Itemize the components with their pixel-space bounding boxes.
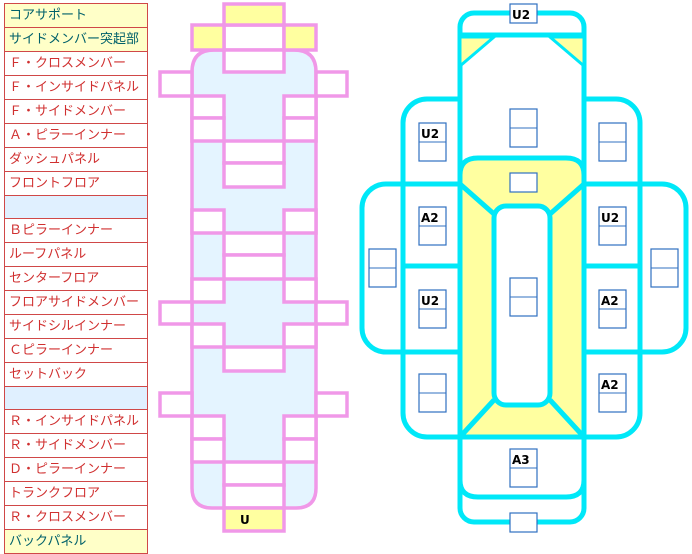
frame-part-box[interactable] xyxy=(314,70,349,98)
damage-code-box[interactable] xyxy=(509,172,538,193)
damage-code-box[interactable] xyxy=(368,248,397,288)
frame-part-box[interactable] xyxy=(158,391,194,418)
frame-part-box[interactable] xyxy=(158,300,194,326)
parts-list-item[interactable]: サイドシルインナー xyxy=(4,314,148,339)
frame-part-box[interactable] xyxy=(282,277,318,304)
damage-code-box[interactable]: A2 xyxy=(598,289,627,329)
parts-list-item[interactable]: Ｒ・インサイドパネル xyxy=(4,409,148,434)
damage-code: A2 xyxy=(601,378,619,392)
damage-code: U2 xyxy=(421,127,439,141)
frame-part-box[interactable] xyxy=(190,116,226,143)
frame-part-box[interactable] xyxy=(282,116,318,143)
side-member-protrusion-left[interactable] xyxy=(190,23,226,52)
damage-code-box[interactable] xyxy=(418,373,447,413)
parts-list-item[interactable]: フロントフロア xyxy=(4,171,148,196)
frame-part-box[interactable] xyxy=(282,208,318,235)
parts-list-item[interactable]: センターフロア xyxy=(4,266,148,291)
damage-code-box[interactable]: A2 xyxy=(598,373,627,413)
parts-list-item[interactable]: Ｒ・サイドメンバー xyxy=(4,433,148,458)
frame-part-box[interactable] xyxy=(190,437,226,464)
parts-list-item[interactable]: ルーフパネル xyxy=(4,242,148,267)
damage-code-box[interactable] xyxy=(509,512,538,533)
parts-list-item[interactable]: Ｆ・インサイドパネル xyxy=(4,75,148,100)
frame-part-box[interactable] xyxy=(222,253,286,281)
frame-diagram: U xyxy=(158,2,349,533)
parts-list-item[interactable]: コアサポート xyxy=(4,3,148,28)
parts-list-item[interactable]: Ｆ・サイドメンバー xyxy=(4,99,148,124)
parts-list-item[interactable]: Ｂピラーインナー xyxy=(4,218,148,243)
frame-part-box[interactable] xyxy=(222,161,286,189)
parts-list-item[interactable]: Ｄ・ピラーインナー xyxy=(4,457,148,482)
frame-part-box[interactable] xyxy=(222,48,286,74)
parts-list-item[interactable]: Ａ・ピラーインナー xyxy=(4,123,148,148)
frame-part-box[interactable] xyxy=(222,345,286,373)
frame-part-box[interactable] xyxy=(314,391,349,418)
parts-list-item[interactable]: Ｒ・クロスメンバー xyxy=(4,505,148,530)
damage-code-box[interactable]: U2 xyxy=(598,206,627,246)
frame-part-box[interactable] xyxy=(158,70,194,98)
back-panel-box[interactable] xyxy=(222,506,286,533)
damage-code: A2 xyxy=(421,211,439,225)
damage-code-box[interactable] xyxy=(509,108,538,148)
back-panel-code: U xyxy=(240,513,250,527)
damage-code: U2 xyxy=(512,8,530,22)
core-support-box[interactable] xyxy=(222,2,286,27)
damage-code-box[interactable]: U2 xyxy=(418,289,447,329)
frame-part-box[interactable] xyxy=(190,208,226,235)
damage-code-box[interactable]: U2 xyxy=(509,3,538,24)
damage-code: A3 xyxy=(512,453,530,467)
damage-code-box[interactable]: A2 xyxy=(418,206,447,246)
frame-part-box[interactable] xyxy=(282,437,318,464)
frame-part-box[interactable] xyxy=(282,322,318,349)
parts-list-item[interactable]: セットバック xyxy=(4,362,148,387)
damage-code: A2 xyxy=(601,294,619,308)
parts-list-item[interactable]: ダッシュパネル xyxy=(4,147,148,172)
damage-code-box[interactable] xyxy=(650,248,679,288)
damage-code: U2 xyxy=(421,294,439,308)
frame-part-box[interactable] xyxy=(190,277,226,304)
damage-code: U2 xyxy=(601,211,619,225)
damage-code-box[interactable]: A3 xyxy=(509,448,538,488)
frame-part-box[interactable] xyxy=(314,300,349,326)
damage-code-box[interactable] xyxy=(509,277,538,317)
damage-code-box[interactable]: U2 xyxy=(418,122,447,162)
damage-code-box[interactable] xyxy=(598,122,627,162)
side-member-protrusion-right[interactable] xyxy=(282,23,318,52)
frame-part-box[interactable] xyxy=(190,322,226,349)
